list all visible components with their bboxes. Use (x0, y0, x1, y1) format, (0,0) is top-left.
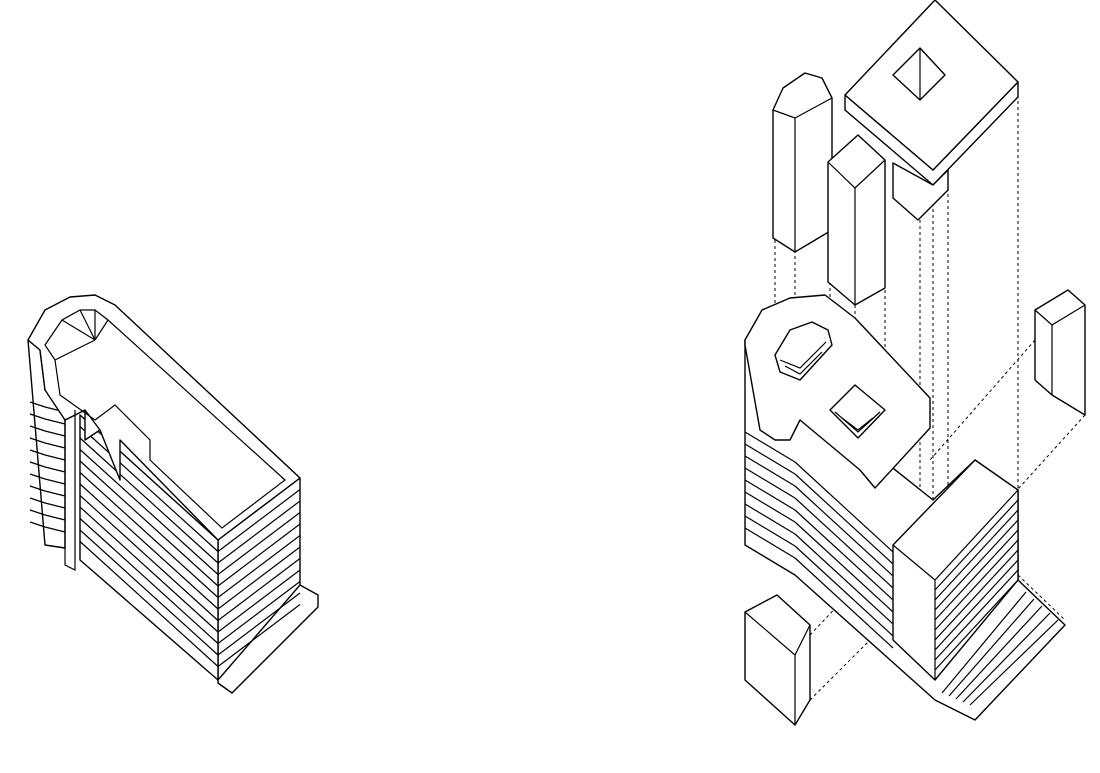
slab-line (79, 506, 219, 633)
roof-inner (44, 309, 286, 529)
roof-pyramid (892, 47, 946, 101)
slab-line (217, 512, 301, 575)
stair-core (64, 410, 76, 571)
slab-line (79, 426, 219, 552)
slab-line (955, 605, 1043, 700)
slab-line (934, 499, 1019, 591)
slab-line (29, 401, 46, 408)
slab-line (794, 521, 894, 613)
void-steps (779, 341, 881, 433)
slab-line (44, 442, 66, 449)
slab-line (934, 579, 1019, 671)
slab-line (217, 604, 301, 667)
slab-line (217, 500, 301, 564)
roof-core (892, 162, 949, 221)
slab-line (934, 559, 1019, 651)
slab-line (948, 598, 1035, 697)
slab-line (934, 519, 1019, 611)
slab-line (744, 479, 796, 511)
slab-line (217, 558, 301, 621)
side-box-right (1034, 289, 1086, 416)
octagonal-tower (772, 72, 833, 253)
exploded-building (744, 0, 1086, 726)
slab-line (744, 443, 796, 475)
slab-line (744, 491, 796, 523)
slab-line (79, 449, 219, 575)
slab-line (744, 467, 796, 499)
slab-line (217, 489, 301, 552)
wing-slabs (29, 401, 66, 533)
floor-slabs (744, 431, 894, 649)
slab-line (44, 454, 66, 461)
slab-line (744, 527, 796, 559)
slab-line (29, 461, 46, 468)
slab-line (794, 461, 894, 553)
slab-line (794, 557, 894, 649)
slab-line (934, 509, 1019, 601)
slab-line (79, 437, 219, 564)
floor-slabs (79, 426, 301, 667)
slab-line (79, 529, 219, 656)
slab-line (934, 529, 1019, 621)
slab-line (794, 473, 894, 565)
slab-line (969, 619, 1059, 706)
slab-line (44, 478, 66, 485)
slab-line (794, 509, 894, 601)
slab-line (962, 612, 1051, 703)
roof-outline (27, 294, 301, 541)
slab-line (44, 418, 66, 425)
roof-fan (54, 309, 109, 361)
slab-line (744, 455, 796, 487)
slab-line (29, 437, 46, 444)
slab-line (794, 485, 894, 577)
slab-line (29, 413, 46, 420)
slab-line (44, 466, 66, 473)
slab-line (744, 431, 796, 463)
slab-line (941, 591, 1027, 694)
slab-line (44, 526, 66, 533)
slab-line (29, 425, 46, 432)
slab-line (79, 541, 219, 667)
slab-line (794, 533, 894, 625)
block-slabs (934, 499, 1059, 706)
side-box-left (744, 594, 811, 726)
slab-line (29, 473, 46, 480)
slab-line (934, 539, 1019, 631)
slab-line (744, 503, 796, 535)
slab-line (44, 490, 66, 497)
rectangular-tower (827, 134, 886, 306)
slab-line (44, 430, 66, 437)
slab-line (79, 460, 219, 587)
slab-line (217, 523, 301, 587)
slab-line (44, 502, 66, 509)
slab-line (44, 514, 66, 521)
slab-line (794, 545, 894, 637)
slab-line (217, 581, 301, 644)
slab-line (934, 569, 1019, 661)
slab-line (794, 497, 894, 589)
slab-line (217, 569, 301, 633)
slab-line (29, 521, 46, 528)
slab-line (29, 497, 46, 504)
slab-line (217, 592, 301, 656)
courtyard-void-oval (774, 321, 833, 381)
slab-line (79, 495, 219, 621)
slab-line (79, 518, 219, 644)
slab-line (29, 485, 46, 492)
slab-line (934, 549, 1019, 641)
slab-line (744, 515, 796, 547)
slab-line (217, 535, 301, 598)
assembled-building (27, 294, 319, 694)
slab-line (217, 546, 301, 610)
courtyard-void-square (829, 384, 886, 439)
slab-line (29, 509, 46, 516)
slab-line (79, 483, 219, 610)
box-edge (1034, 304, 1086, 326)
slab-line (29, 449, 46, 456)
slab-line (79, 472, 219, 598)
